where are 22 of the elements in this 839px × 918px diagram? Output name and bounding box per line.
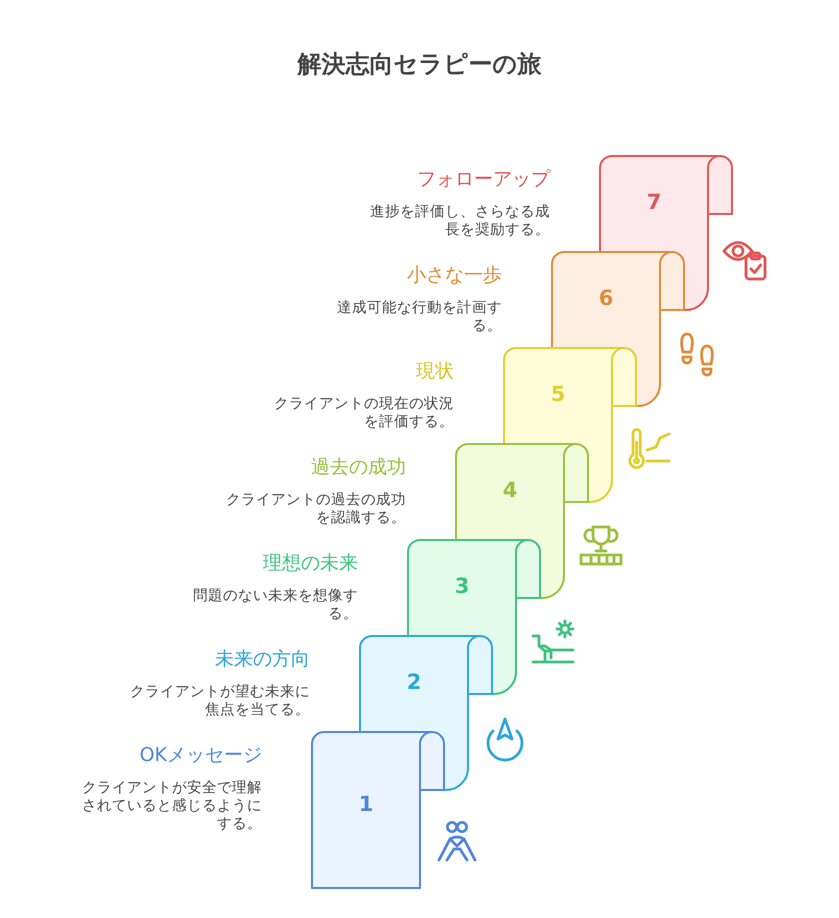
step-heading: 理想の未来: [263, 551, 358, 575]
step-heading: フォローアップ: [417, 167, 550, 191]
diagram-title: 解決志向セラピーの旅: [298, 49, 542, 80]
step-number: 2: [406, 671, 422, 693]
step-description: クライアントの過去の成功を認識する。: [225, 491, 406, 527]
step-number: 1: [358, 793, 374, 815]
step-number: 3: [454, 575, 470, 597]
step-description: クライアントが望む未来に焦点を当てる。: [129, 683, 310, 719]
step-number: 6: [598, 287, 614, 309]
step-description: 進捗を評価し、さらなる成長を奨励する。: [369, 203, 550, 239]
step-heading: 未来の方向: [215, 647, 310, 671]
step-number: 7: [646, 191, 662, 213]
step-heading: 小さな一歩: [407, 263, 502, 287]
step-heading: OKメッセージ: [140, 743, 262, 767]
step-heading: 過去の成功: [311, 455, 406, 479]
step-number: 5: [550, 383, 566, 405]
step-number: 4: [502, 479, 518, 501]
step-description: 問題のない未来を想像する。: [192, 587, 358, 623]
step-description: クライアントの現在の状況を評価する。: [273, 395, 454, 431]
step-description: クライアントが安全で理解されていると感じるようにする。: [81, 779, 262, 833]
step-heading: 現状: [416, 359, 454, 383]
step-description: 達成可能な行動を計画する。: [336, 299, 502, 335]
